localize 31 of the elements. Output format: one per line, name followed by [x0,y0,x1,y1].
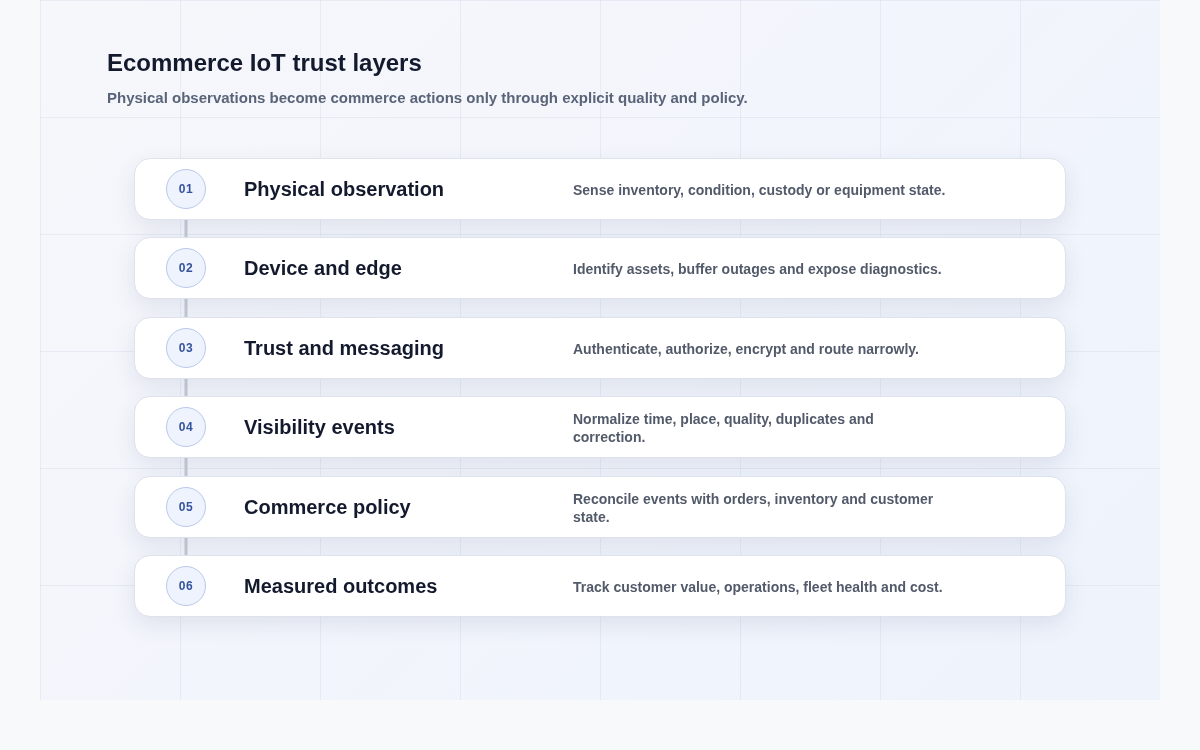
step-number-circle: 04 [166,407,206,447]
layer-title: Trust and messaging [244,336,445,360]
step-number-circle: 01 [166,169,206,209]
layer-description: Identify assets, buffer outages and expose diagnostics. [573,260,943,278]
step-number-circle: 05 [166,487,206,527]
layer-card [134,396,1066,458]
layer-title: Visibility events [244,415,395,439]
diagram-title: Ecommerce IoT trust layers [107,48,422,78]
layer-description: Track customer value, operations, fleet health and cost. [573,578,944,596]
step-number-circle: 02 [166,248,206,288]
layer-card [134,317,1066,379]
connector-line [184,379,188,396]
layer-title: Measured outcomes [244,574,438,598]
layer-title: Physical observation [244,177,445,201]
connector-line [184,220,188,237]
layer-card [134,237,1066,299]
subtitle: Physical observations become commerce actions only through explicit quality and policy. [107,88,748,107]
layer-description: Normalize time, place, quality, duplicates and correction. [573,410,875,446]
layer-description: Sense inventory, condition, custody or equipment state. [573,181,947,199]
layer-description: Reconcile events with orders, inventory and customer state. [573,490,935,526]
layer-card [134,158,1066,220]
connector-line [184,299,188,317]
connector-line [184,458,188,476]
layer-title: Device and edge [244,256,402,280]
layer-title: Commerce policy [244,495,411,519]
connector-line [184,538,188,555]
layer-card [134,555,1066,617]
step-number-circle: 06 [166,566,206,606]
layer-description: Authenticate, authorize, encrypt and route narrowly. [573,340,920,358]
step-number-circle: 03 [166,328,206,368]
layer-card [134,476,1066,538]
